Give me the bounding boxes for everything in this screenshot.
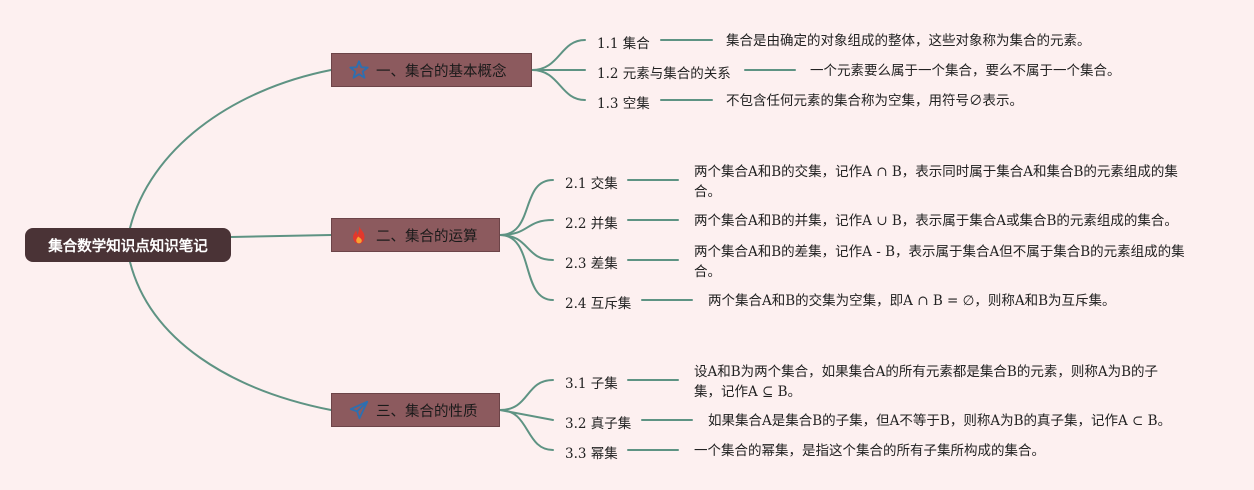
leaf-label[interactable]: 1.3 空集 bbox=[597, 96, 650, 112]
leaf-description: 集合是由确定的对象组成的整体，这些对象称为集合的元素。 bbox=[726, 33, 1091, 49]
leaf-description: 两个集合A和B的交集，记作A ∩ B，表示同时属于集合A和集合B的元素组成的集合… bbox=[694, 164, 1178, 200]
branch-title: 二、集合的运算 bbox=[376, 228, 478, 245]
leaf-label[interactable]: 3.2 真子集 bbox=[565, 416, 632, 432]
leaf-label[interactable]: 3.1 子集 bbox=[565, 376, 618, 392]
leaf-label[interactable]: 1.1 集合 bbox=[597, 36, 650, 52]
star-icon bbox=[348, 59, 370, 81]
leaf-description: 不包含任何元素的集合称为空集，用符号∅表示。 bbox=[726, 93, 1023, 109]
connector-root-branch-2 bbox=[230, 234, 332, 238]
leaf-label[interactable]: 2.1 交集 bbox=[565, 176, 618, 192]
leaf-label[interactable]: 2.2 并集 bbox=[565, 216, 618, 232]
leaf-description: 两个集合A和B的交集为空集，即A ∩ B = ∅，则称A和B为互斥集。 bbox=[708, 293, 1116, 309]
branch-title: 三、集合的性质 bbox=[376, 403, 478, 420]
fire-icon bbox=[348, 224, 370, 246]
branch-basic-concepts[interactable]: 一、集合的基本概念 bbox=[331, 53, 532, 87]
root-title: 集合数学知识点知识笔记 bbox=[48, 238, 208, 255]
leaf-description: 两个集合A和B的并集，记作A ∪ B，表示属于集合A或集合B的元素组成的集合。 bbox=[694, 213, 1178, 229]
root-node[interactable]: 集合数学知识点知识笔记 bbox=[25, 228, 231, 262]
branch-set-operations[interactable]: 二、集合的运算 bbox=[331, 218, 500, 252]
connector-root-branch-3 bbox=[129, 261, 332, 411]
connector-root-branch-1 bbox=[129, 69, 332, 229]
branch-title: 一、集合的基本概念 bbox=[376, 63, 507, 80]
paper-plane-icon bbox=[348, 399, 370, 421]
leaf-description: 两个集合A和B的差集，记作A - B，表示属于集合A但不属于集合B的元素组成的集… bbox=[694, 244, 1185, 280]
leaf-label[interactable]: 2.3 差集 bbox=[565, 256, 618, 272]
leaf-description: 如果集合A是集合B的子集，但A不等于B，则称A为B的真子集，记作A ⊂ B。 bbox=[708, 413, 1172, 429]
branch-set-properties[interactable]: 三、集合的性质 bbox=[331, 393, 500, 427]
leaf-description: 一个元素要么属于一个集合，要么不属于一个集合。 bbox=[810, 63, 1121, 79]
leaf-description: 设A和B为两个集合，如果集合A的所有元素都是集合B的元素，则称A为B的子集，记作… bbox=[694, 364, 1159, 400]
leaf-label[interactable]: 1.2 元素与集合的关系 bbox=[597, 66, 731, 82]
leaf-description: 一个集合的幂集，是指这个集合的所有子集所构成的集合。 bbox=[694, 443, 1045, 459]
leaf-label[interactable]: 2.4 互斥集 bbox=[565, 296, 632, 312]
leaf-label[interactable]: 3.3 幂集 bbox=[565, 446, 618, 462]
